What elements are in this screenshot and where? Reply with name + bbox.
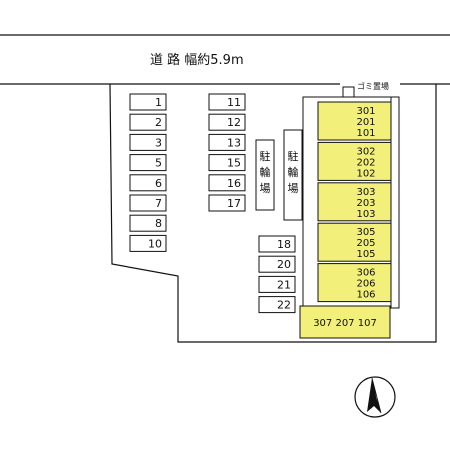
north-arrow-icon bbox=[354, 376, 396, 418]
parking-left-space: 1 bbox=[129, 93, 167, 111]
parking-lower-space-label: 20 bbox=[277, 258, 291, 271]
building-unit-number: 203 bbox=[356, 198, 375, 209]
building-unit-number: 102 bbox=[356, 168, 375, 179]
building-unit-number: 302 bbox=[356, 146, 375, 157]
parking-middle-space-label: 11 bbox=[227, 96, 241, 109]
parking-left-space: 2 bbox=[129, 113, 167, 131]
end-unit-label: 307 207 107 bbox=[313, 318, 377, 329]
parking-lower-space-label: 18 bbox=[277, 238, 291, 251]
parking-lower-space-label: 22 bbox=[277, 299, 291, 312]
parking-left-space-label: 3 bbox=[155, 136, 162, 149]
building-unit-number: 201 bbox=[356, 117, 375, 128]
bicycle-parking-1-char-2: 輪 bbox=[260, 165, 271, 179]
parking-left-space-label: 8 bbox=[155, 217, 162, 230]
bicycle-parking-1: 駐 輪 場 bbox=[255, 139, 275, 211]
building-unit-number: 103 bbox=[356, 209, 375, 220]
parking-middle-space: 15 bbox=[208, 154, 246, 172]
parking-middle-space: 11 bbox=[208, 93, 246, 111]
building-unit-number: 206 bbox=[356, 279, 375, 290]
building-unit-number: 303 bbox=[356, 187, 375, 198]
site-boundary bbox=[109, 83, 437, 343]
parking-left-space-label: 10 bbox=[148, 237, 162, 250]
parking-left-space: 5 bbox=[129, 154, 167, 172]
building-unit-number: 105 bbox=[356, 249, 375, 260]
bicycle-parking-2-char-3: 場 bbox=[288, 182, 299, 195]
bicycle-parking-2-char-1: 駐 bbox=[288, 149, 299, 163]
parking-left-column: 1 2 3 5 6 7 8 10 bbox=[129, 93, 167, 252]
parking-left-space: 7 bbox=[129, 194, 167, 212]
road-label: 道 路 幅約5.9m bbox=[150, 52, 244, 68]
parking-left-space-label: 1 bbox=[155, 96, 162, 109]
garbage-box bbox=[342, 86, 355, 98]
parking-middle-space: 13 bbox=[208, 133, 246, 151]
parking-middle-space: 17 bbox=[208, 194, 246, 212]
parking-left-space-label: 2 bbox=[155, 116, 162, 129]
bicycle-parking-2-char-2: 輪 bbox=[288, 165, 299, 179]
parking-lower-space-label: 21 bbox=[277, 278, 291, 291]
parking-middle-space-label: 17 bbox=[227, 197, 241, 210]
parking-left-space-label: 7 bbox=[155, 197, 162, 210]
parking-middle-column: 11 12 13 15 16 17 bbox=[208, 93, 246, 212]
garbage-label: ゴミ置場 bbox=[357, 81, 389, 91]
parking-left-space: 8 bbox=[129, 214, 167, 232]
parking-middle-space: 12 bbox=[208, 113, 246, 131]
parking-lower-column: 18 20 21 22 bbox=[258, 235, 296, 314]
bicycle-parking-1-char-1: 駐 bbox=[260, 149, 271, 163]
building-units: 3012011013022021023032031033052051053062… bbox=[317, 101, 392, 303]
building-unit-number: 101 bbox=[356, 128, 375, 139]
parking-left-space-label: 5 bbox=[155, 157, 162, 170]
parking-lower-space: 20 bbox=[258, 255, 296, 273]
parking-left-space: 3 bbox=[129, 133, 167, 151]
bicycle-parking-1-char-3: 場 bbox=[260, 182, 271, 195]
parking-lower-space: 18 bbox=[258, 235, 296, 253]
parking-middle-space-label: 16 bbox=[227, 177, 241, 190]
end-unit: 307 207 107 bbox=[299, 305, 391, 339]
building-unit-number: 305 bbox=[356, 227, 375, 238]
parking-lower-space: 21 bbox=[258, 275, 296, 293]
building-unit-number: 306 bbox=[356, 268, 375, 279]
parking-lower-space: 22 bbox=[258, 296, 296, 314]
parking-middle-space-label: 12 bbox=[227, 116, 241, 129]
building-unit-number: 301 bbox=[356, 106, 375, 117]
building-unit-number: 202 bbox=[356, 157, 375, 168]
parking-middle-space-label: 15 bbox=[227, 157, 241, 170]
building-unit-number: 205 bbox=[356, 238, 375, 249]
bicycle-parking-2: 駐 輪 場 bbox=[283, 129, 303, 221]
parking-left-space-label: 6 bbox=[155, 177, 162, 190]
building-unit-number: 106 bbox=[356, 290, 375, 301]
parking-left-space: 10 bbox=[129, 234, 167, 252]
parking-middle-space: 16 bbox=[208, 174, 246, 192]
parking-left-space: 6 bbox=[129, 174, 167, 192]
parking-middle-space-label: 13 bbox=[227, 136, 241, 149]
